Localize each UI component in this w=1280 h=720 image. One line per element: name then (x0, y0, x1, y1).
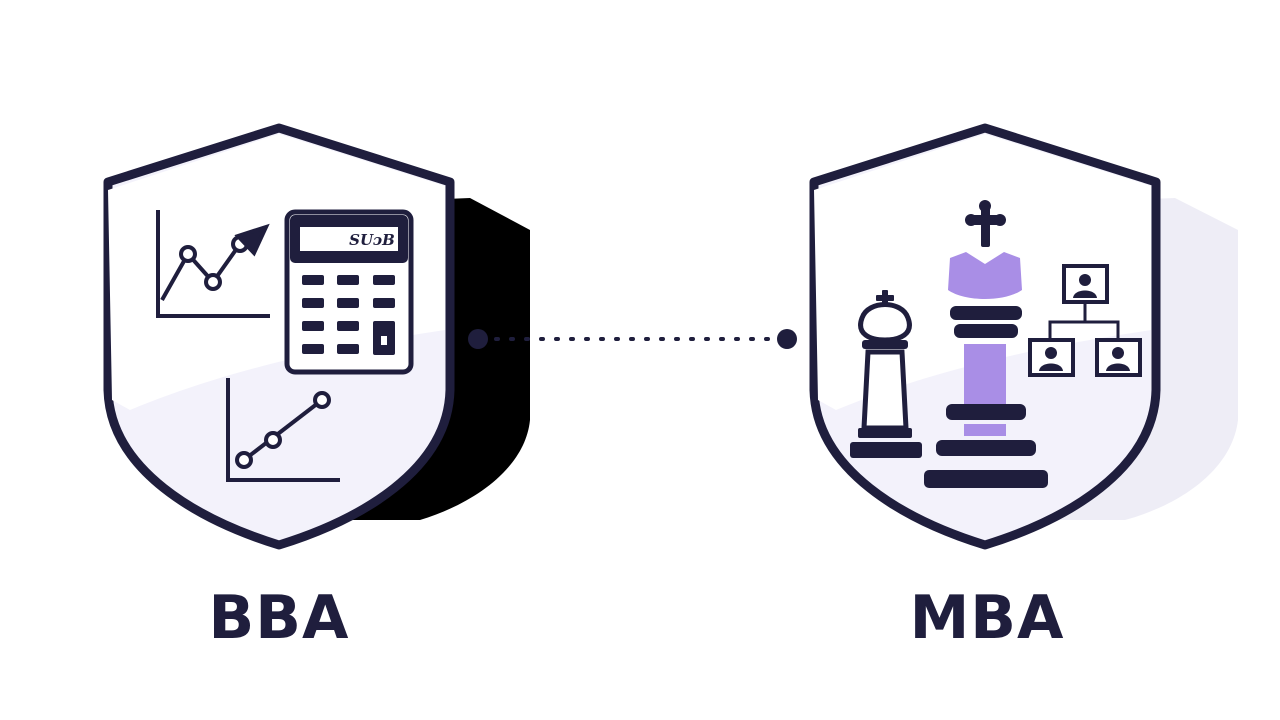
chess-king-icon (924, 200, 1048, 488)
org-chart-icon (1028, 264, 1142, 377)
org-left-person-icon (1028, 338, 1075, 377)
org-top-person-icon (1062, 264, 1109, 304)
growth-chart-icon (226, 378, 340, 482)
dotted-connector (468, 329, 797, 349)
connector-end-dot (777, 329, 797, 349)
calculator-icon: SUɔB (284, 209, 414, 375)
org-right-person-icon (1095, 338, 1142, 377)
bba-label: BBA (208, 583, 350, 653)
bba-badge: SUɔB (103, 123, 530, 550)
connector-start-dot (468, 329, 488, 349)
line-chart-icon (156, 210, 270, 318)
mba-badge (809, 123, 1238, 550)
calculator-display: SUɔB (349, 231, 395, 249)
chess-queen-icon (850, 290, 922, 458)
mba-label: MBA (909, 583, 1065, 653)
